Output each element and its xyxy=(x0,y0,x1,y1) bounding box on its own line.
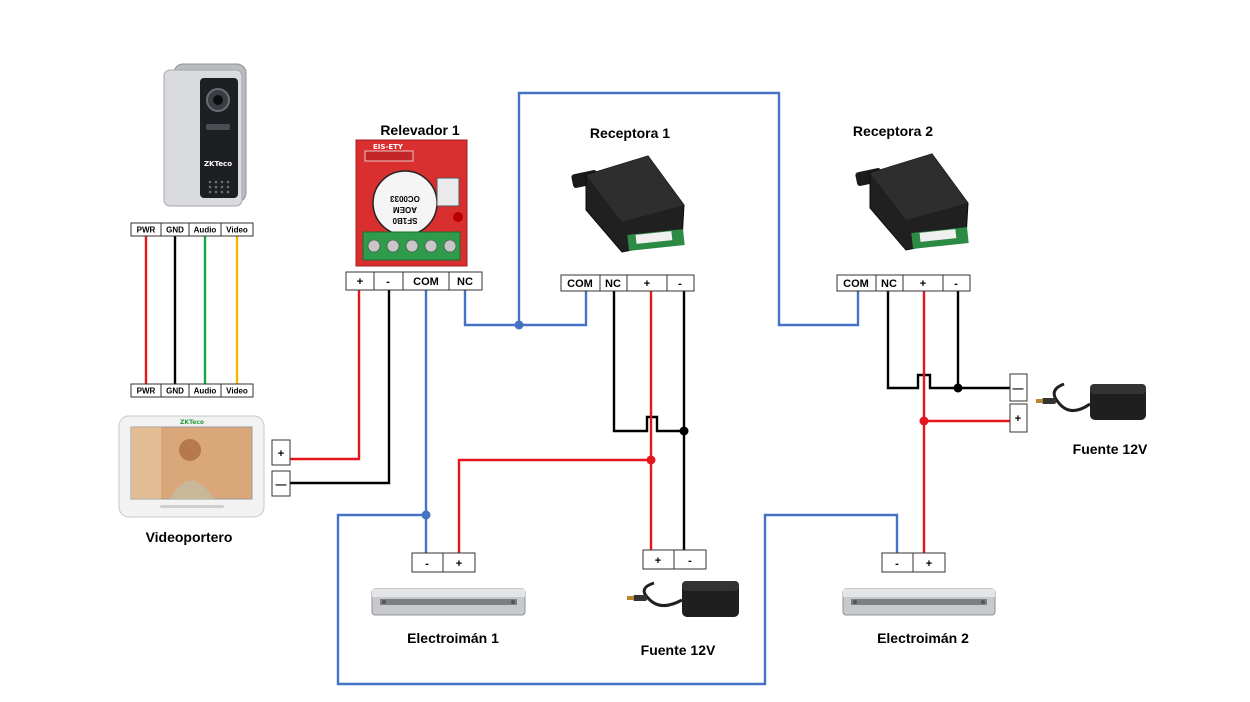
terminal-label: Audio xyxy=(194,226,217,235)
terminal-label: NC xyxy=(457,276,473,288)
terminal-label: + xyxy=(920,278,926,290)
doorbell-camera: ZKTeco xyxy=(163,63,247,207)
terminal-label: — xyxy=(1013,383,1024,395)
receiver1-terminal-strip: COM NC + - xyxy=(560,274,695,292)
wire-link-receiver2-com xyxy=(517,91,860,327)
terminal-label: Audio xyxy=(194,387,217,396)
magnet1-device xyxy=(371,588,526,616)
relay-terminal-strip: + - COM NC xyxy=(345,271,483,291)
terminal-label: NC xyxy=(605,278,621,290)
terminal-label: + xyxy=(1015,413,1021,425)
terminal-label: - xyxy=(386,276,390,288)
junction-dot xyxy=(421,510,431,520)
psu-bottom-terminal-strip: + - xyxy=(642,549,707,570)
terminal-label: - xyxy=(895,558,899,570)
terminal-label: + xyxy=(357,276,363,288)
relay-pcb-text: EIS-ETY xyxy=(373,143,404,151)
receiver2-title: Receptora 2 xyxy=(853,123,933,139)
wire-r1-nc xyxy=(612,290,684,433)
terminal-label: - xyxy=(678,278,682,290)
magnet2-terminal-strip: - + xyxy=(881,552,946,573)
terminal-label: COM xyxy=(413,276,439,288)
monitor-terminal-strip: + — xyxy=(271,439,291,497)
terminal-label: + xyxy=(655,555,661,567)
magnet2-title: Electroimán 2 xyxy=(877,630,969,646)
receiver1-module xyxy=(571,155,685,253)
wires xyxy=(144,91,1010,686)
terminal-label: COM xyxy=(843,278,869,290)
terminal-label: Video xyxy=(226,226,248,235)
relay-pcb-text: AOEM xyxy=(393,205,417,214)
terminal-label: COM xyxy=(567,278,593,290)
relay-pcb-text: OC0033 xyxy=(390,194,420,203)
terminal-label: GND xyxy=(166,387,184,396)
psu-right-terminal-strip: — + xyxy=(1009,373,1028,433)
junctions xyxy=(421,320,963,520)
wire-magnet1-positive xyxy=(457,458,651,553)
wire-monitor-negative xyxy=(290,290,391,485)
receiver1-title: Receptora 1 xyxy=(590,125,670,141)
terminal-label: - xyxy=(688,555,692,567)
terminal-label: NC xyxy=(881,278,897,290)
wire-magnet-negative-loop xyxy=(336,513,899,686)
magnet1-title: Electroimán 1 xyxy=(407,630,499,646)
terminal-label: PWR xyxy=(137,226,156,235)
terminal-label: - xyxy=(954,278,958,290)
monitor-brand: ZKTeco xyxy=(180,419,204,426)
psu-bottom-title: Fuente 12V xyxy=(641,642,716,658)
psu-bottom-adapter xyxy=(627,581,739,617)
junction-dot xyxy=(919,416,929,426)
terminal-label: Video xyxy=(226,387,248,396)
relay-pcb-text: SF1B0 xyxy=(392,216,417,225)
terminal-label: - xyxy=(425,558,429,570)
monitor-title: Videoportero xyxy=(146,529,233,545)
magnet2-device xyxy=(842,588,996,616)
terminal-label: + xyxy=(644,278,650,290)
terminal-label: PWR xyxy=(137,387,156,396)
wire-relay-nc-receiver1-com xyxy=(463,290,588,327)
magnet1-terminal-strip: - + xyxy=(411,552,476,573)
terminal-label: + xyxy=(456,558,462,570)
junction-dot xyxy=(646,455,656,465)
terminal-label: + xyxy=(926,558,932,570)
doorbell-terminal-strip-bottom: PWR GND Audio Video xyxy=(130,383,254,398)
psu-right-title: Fuente 12V xyxy=(1073,441,1148,457)
doorbell-terminal-strip-top: PWR GND Audio Video xyxy=(130,222,254,237)
psu-right-adapter xyxy=(1036,382,1146,420)
receiver2-module xyxy=(855,153,969,251)
wire-r2-nc xyxy=(886,290,1010,390)
junction-dot xyxy=(953,383,963,393)
wire-monitor-positive xyxy=(290,290,361,461)
terminal-label: + xyxy=(278,448,284,460)
terminal-label: — xyxy=(276,479,287,491)
junction-dot xyxy=(679,426,689,436)
junction-dot xyxy=(514,320,524,330)
video-monitor: ZKTeco xyxy=(118,415,265,518)
relay-title: Relevador 1 xyxy=(380,122,460,138)
doorbell-brand: ZKTeco xyxy=(204,160,232,168)
terminal-label: GND xyxy=(166,226,184,235)
relay-board: EIS-ETY OC0033 AOEM SF1B0 xyxy=(355,139,468,267)
receiver2-terminal-strip: COM NC + - xyxy=(836,274,971,292)
